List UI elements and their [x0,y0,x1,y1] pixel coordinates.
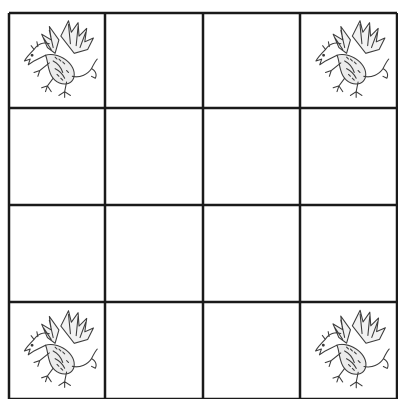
dragon-icon [11,304,103,397]
dragon-icon [302,304,395,397]
board-cell-r2-c3[interactable] [302,207,395,300]
board-cell-r1-c1[interactable] [107,110,201,203]
board-cell-r2-c2[interactable] [205,207,298,300]
board-cell-r3-c2[interactable] [205,304,298,397]
board-cell-r2-c1[interactable] [107,207,201,300]
dragon-icon [302,15,395,106]
board-cell-r3-c0-dragon[interactable] [11,304,103,397]
dragon-icon [11,15,103,106]
board-cell-r3-c1[interactable] [107,304,201,397]
board-cell-r3-c3-dragon[interactable] [302,304,395,397]
board-cell-r1-c3[interactable] [302,110,395,203]
board-cell-r0-c1[interactable] [107,15,201,106]
board-cell-r0-c0-dragon[interactable] [11,15,103,106]
board-cell-r1-c0[interactable] [11,110,103,203]
board-cell-r2-c0[interactable] [11,207,103,300]
board-cell-r1-c2[interactable] [205,110,298,203]
board-cell-r0-c3-dragon[interactable] [302,15,395,106]
board-cell-r0-c2[interactable] [205,15,298,106]
